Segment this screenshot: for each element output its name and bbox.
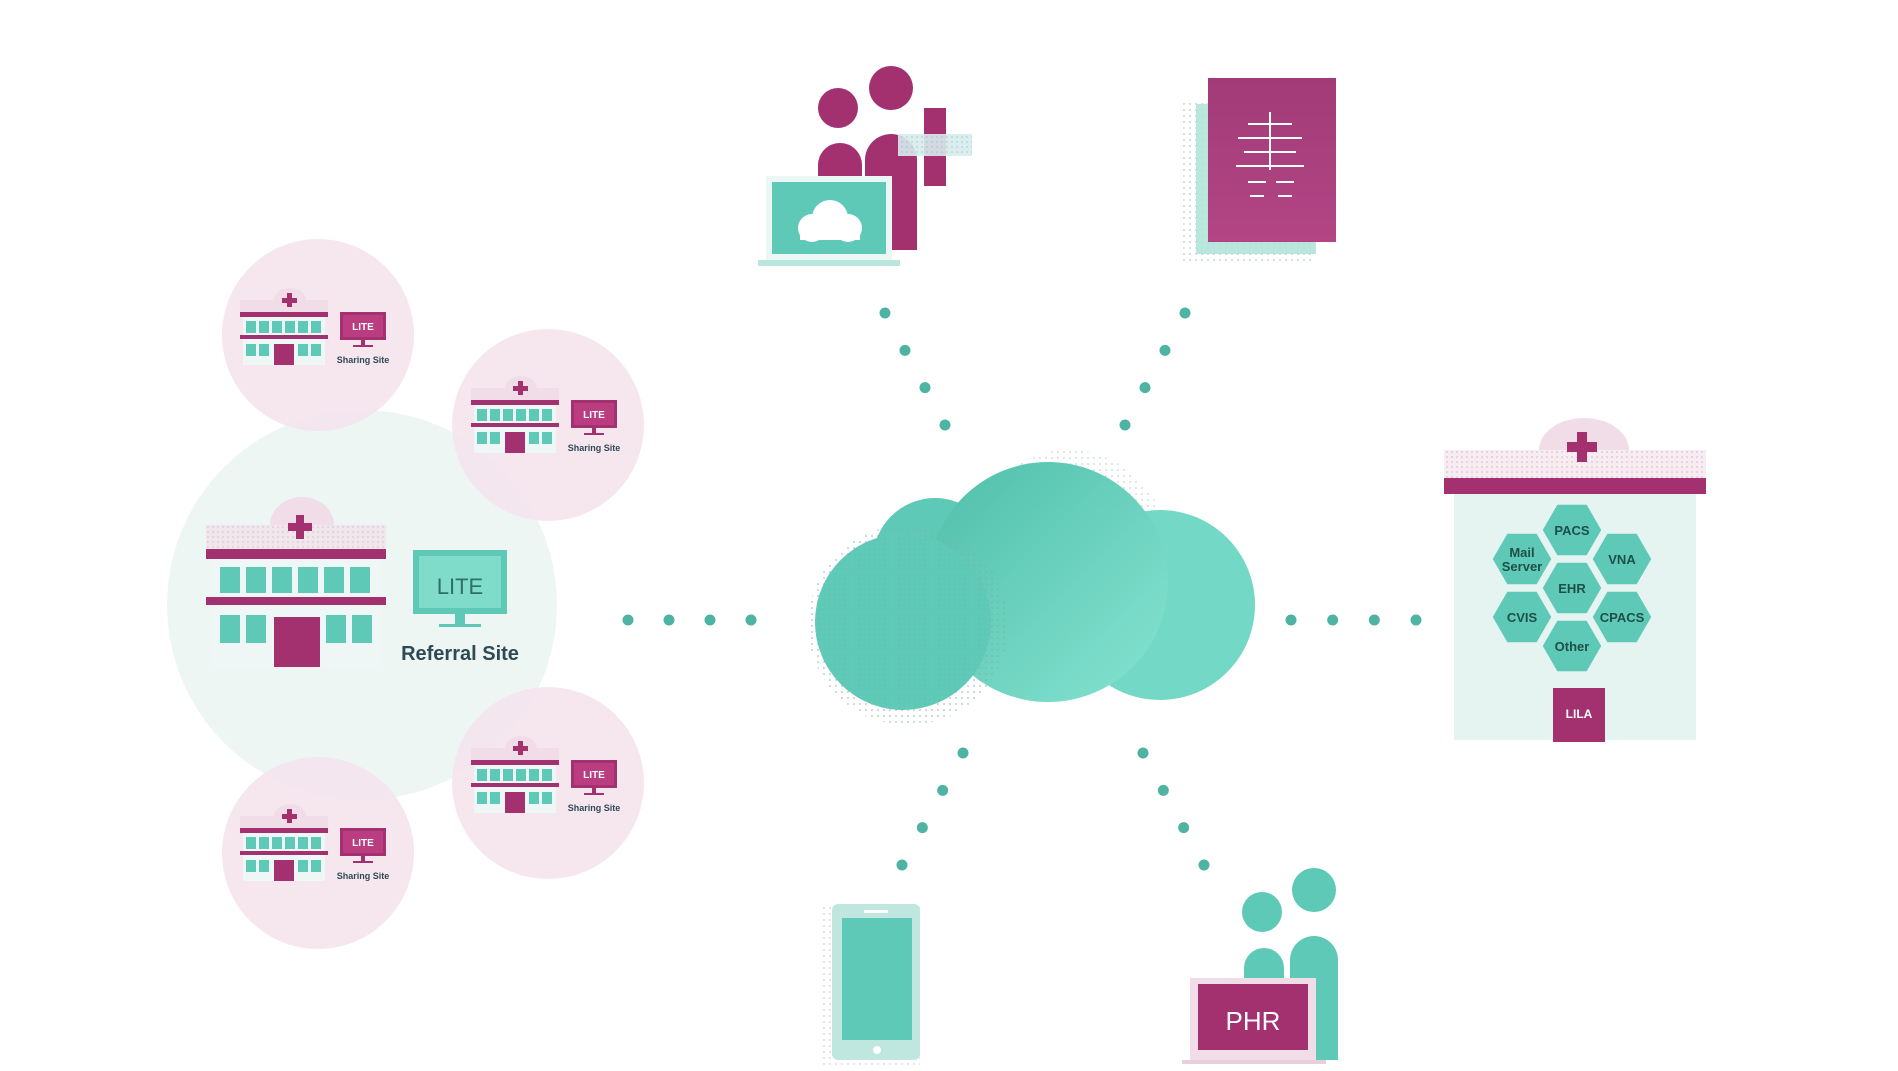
sharing-site-label: Sharing Site bbox=[337, 871, 390, 881]
connector-dot bbox=[879, 307, 891, 319]
connector-dot bbox=[939, 419, 951, 431]
system-label: CVIS bbox=[1507, 610, 1538, 625]
connector-dot bbox=[919, 382, 931, 394]
lila-gateway: LILA bbox=[1553, 688, 1605, 742]
sharing-site-3: LITE Sharing Site bbox=[471, 736, 620, 813]
system-label: EHR bbox=[1558, 581, 1586, 596]
sharing-site-label: Sharing Site bbox=[337, 355, 390, 365]
connector-dot bbox=[1137, 747, 1149, 759]
referral-site-label: Referral Site bbox=[401, 643, 519, 665]
connector-dot bbox=[937, 784, 949, 796]
connector-dot bbox=[916, 822, 928, 834]
sharing-lite-badge: LITE bbox=[583, 410, 605, 421]
system-hexagon: VNA bbox=[1589, 530, 1655, 588]
system-hexagon: PACS bbox=[1539, 501, 1605, 559]
system-label: PACS bbox=[1554, 523, 1589, 538]
sharing-lite-badge: LITE bbox=[583, 770, 605, 781]
sharing-site-label: Sharing Site bbox=[568, 803, 621, 813]
connector-dot bbox=[1285, 614, 1297, 626]
sharing-site-2: LITE Sharing Site bbox=[471, 376, 620, 453]
system-hexagon: CPACS bbox=[1589, 588, 1655, 646]
sharing-lite-badge: LITE bbox=[352, 838, 374, 849]
system-hexagon: Other bbox=[1539, 617, 1605, 675]
clinicians-laptop-icon bbox=[758, 66, 972, 266]
referral-lite-monitor: LITE bbox=[413, 550, 507, 627]
connector-dot bbox=[745, 614, 757, 626]
connector-dot bbox=[1198, 859, 1210, 871]
connector-dot bbox=[1178, 822, 1190, 834]
medical-report-icon bbox=[1183, 78, 1336, 264]
system-label: CPACS bbox=[1600, 610, 1645, 625]
connector-dot bbox=[1410, 614, 1422, 626]
connector-dot bbox=[704, 614, 716, 626]
cloud-icon bbox=[808, 450, 1255, 725]
system-hexagon: CVIS bbox=[1489, 588, 1555, 646]
phr-label: PHR bbox=[1226, 1006, 1281, 1036]
connector-dot bbox=[896, 859, 908, 871]
lila-label: LILA bbox=[1566, 707, 1593, 721]
sharing-site-4: LITE Sharing Site bbox=[240, 804, 389, 881]
referral-lite-badge: LITE bbox=[437, 574, 483, 599]
connector-dot bbox=[622, 614, 634, 626]
connector-dot bbox=[899, 344, 911, 356]
connector-dot bbox=[1159, 344, 1171, 356]
connector-dot bbox=[663, 614, 675, 626]
system-label: VNA bbox=[1608, 552, 1636, 567]
sharing-site-label: Sharing Site bbox=[568, 443, 621, 453]
mobile-phone-icon bbox=[820, 904, 920, 1066]
system-hexagon: EHR bbox=[1539, 559, 1605, 617]
connector-dot bbox=[1157, 784, 1169, 796]
connector-dot bbox=[957, 747, 969, 759]
connector-dot bbox=[1368, 614, 1380, 626]
patients-phr-icon: PHR bbox=[1182, 868, 1338, 1064]
connector-dots bbox=[622, 307, 1422, 871]
connector-dot bbox=[1327, 614, 1339, 626]
referral-hospital-icon bbox=[206, 497, 386, 667]
sharing-lite-badge: LITE bbox=[352, 322, 374, 333]
sharing-site-1: LITE Sharing Site bbox=[240, 288, 389, 365]
connector-dot bbox=[1119, 419, 1131, 431]
connector-dot bbox=[1179, 307, 1191, 319]
system-label: Other bbox=[1555, 639, 1590, 654]
connector-dot bbox=[1139, 382, 1151, 394]
